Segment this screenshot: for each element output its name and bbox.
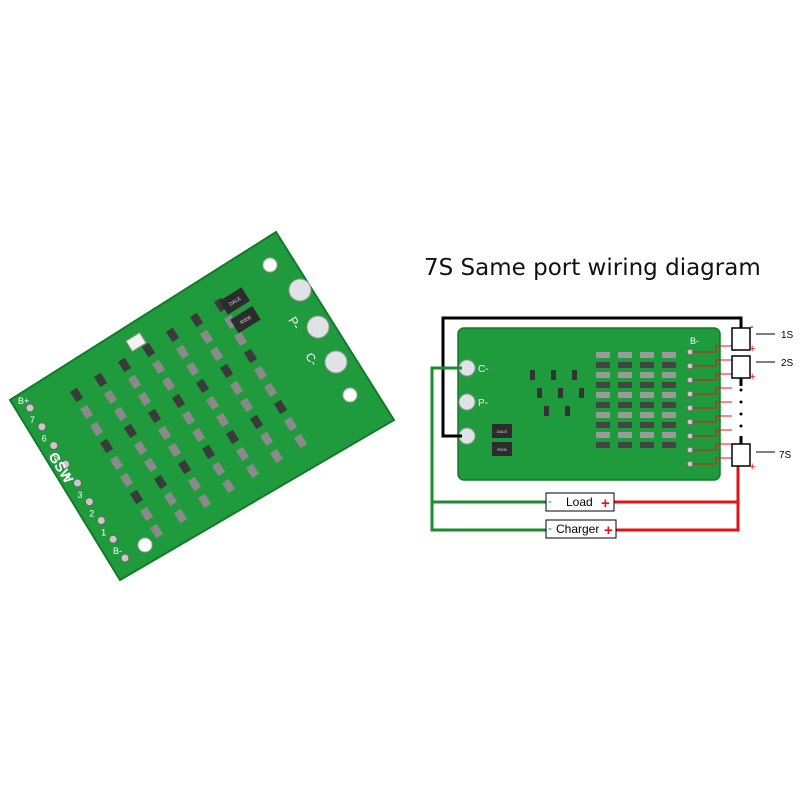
load-label: Load [566, 495, 593, 509]
silk-label: 3 [77, 490, 82, 500]
smd-components [70, 297, 308, 539]
wire-red-charger [614, 502, 740, 532]
pad-label-p: P- [478, 398, 488, 409]
cell-label-2s: 2S [781, 358, 794, 369]
pad-label-c: C- [478, 364, 489, 375]
pad-c-minus [324, 350, 348, 374]
pad-p-minus [458, 393, 476, 411]
silk-label: 4 [66, 471, 71, 481]
cell-2s: + 2S [731, 355, 794, 383]
pad-b-minus [288, 278, 312, 302]
silk-label: B+ [18, 396, 29, 406]
svg-text:-: - [548, 494, 552, 508]
silk-label: 7 [30, 415, 35, 425]
silk-label: 1 [101, 527, 106, 537]
svg-text:+: + [604, 522, 613, 539]
mount-hole [342, 387, 358, 403]
cell-label-7s: 7S [779, 450, 792, 461]
connector [125, 331, 147, 353]
mount-hole [137, 537, 153, 553]
mount-hole [262, 257, 278, 273]
smd-components-drawing [530, 352, 676, 448]
silk-label: B- [113, 546, 122, 556]
svg-text:-: - [750, 321, 754, 333]
shunt-resistor-1: DALE [219, 287, 250, 315]
silk-label: 6 [42, 434, 47, 444]
diagram-title: 7S Same port wiring diagram [424, 255, 761, 281]
svg-text:+: + [601, 495, 610, 512]
charger-label: Charger [556, 522, 599, 536]
bms-board-drawing: DALE R005 C- P- B- [457, 327, 721, 481]
wire-black [441, 316, 743, 438]
pad-label-c: C- [302, 350, 321, 368]
pin-header-holes [25, 403, 130, 563]
wire-green-charger [430, 366, 546, 532]
svg-text:R005: R005 [239, 315, 253, 327]
shunt-resistor-2: R005 [230, 305, 261, 334]
svg-text:-: - [548, 521, 552, 535]
svg-text:+: + [749, 461, 755, 473]
svg-text:R005: R005 [497, 447, 507, 452]
svg-text:+: + [749, 371, 755, 383]
silk-label: 2 [89, 509, 94, 519]
charger-box: Charger - + [545, 519, 617, 539]
balance-wires [693, 345, 732, 465]
load-box: Load - + [545, 492, 615, 512]
shunt-resistor-a [492, 424, 512, 438]
shunt-resistor-b [492, 442, 512, 456]
pin-header-holes [686, 348, 694, 468]
cell-1s: - + 1S [731, 321, 794, 355]
cell-label-1s: 1S [781, 330, 794, 341]
svg-text:DALE: DALE [497, 429, 508, 434]
svg-text:+: + [749, 343, 755, 355]
cell-dots [739, 378, 743, 428]
cell-7s: + 7S [731, 436, 792, 473]
pad-label-b: B- [690, 336, 699, 346]
pad-p-minus [306, 315, 330, 339]
silk-label: 5 [54, 452, 59, 462]
